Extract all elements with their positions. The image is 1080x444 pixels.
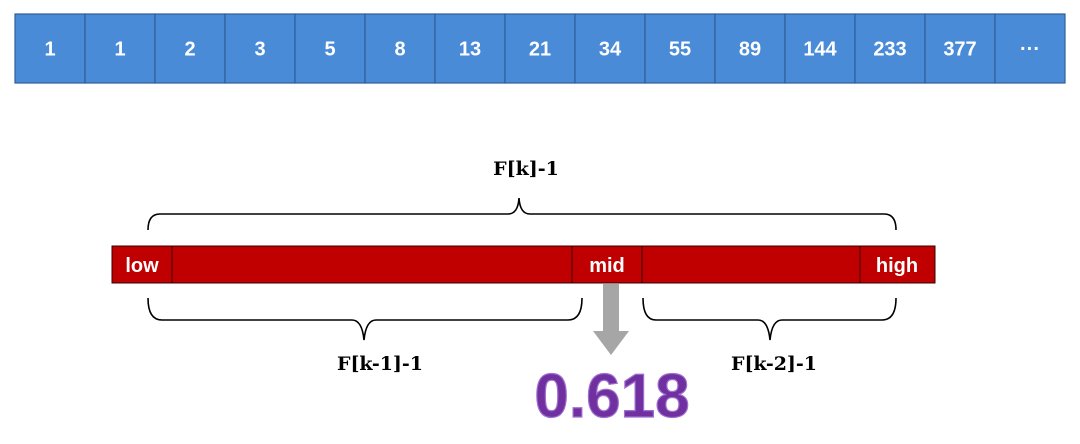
sequence-cell <box>994 13 1066 84</box>
sequence-value: 3 <box>254 39 265 61</box>
sequence-cell <box>294 13 366 84</box>
sequence-cell <box>14 13 86 84</box>
left-part-brace: F[k-1]-1 <box>147 297 583 375</box>
arrow-shaft <box>603 284 619 331</box>
sequence-value: 5 <box>324 39 335 61</box>
low-label: low <box>125 255 159 277</box>
sequence-cell <box>644 13 716 84</box>
down-arrow-icon <box>593 284 629 355</box>
sequence-value: 8 <box>394 39 405 61</box>
sequence-value: 144 <box>803 39 837 61</box>
sequence-value: 13 <box>459 39 481 61</box>
right-part-brace: F[k-2]-1 <box>642 297 897 375</box>
top-brace-label: F[k]-1 <box>493 158 559 180</box>
fibonacci-sequence-row: 1 1 2 3 5 8 13 21 34 55 89 144 233 377 ··· <box>14 13 1066 84</box>
sequence-cell <box>154 13 226 84</box>
sequence-value: 233 <box>873 39 906 61</box>
sequence-value: 89 <box>739 39 761 61</box>
sequence-cell <box>854 13 926 84</box>
sequence-cell <box>434 13 506 84</box>
sequence-value: 1 <box>44 39 55 61</box>
sequence-value: ··· <box>1020 39 1040 61</box>
sequence-value: 34 <box>599 39 622 61</box>
sequence-cell <box>84 13 156 84</box>
right-brace-label: F[k-2]-1 <box>731 353 817 375</box>
sequence-cell <box>574 13 646 84</box>
right-brace-shape <box>642 297 897 341</box>
range-bar-background <box>111 245 936 284</box>
sequence-cell <box>784 13 856 84</box>
left-brace-shape <box>147 297 583 341</box>
golden-ratio-value: 0.618 <box>534 362 689 431</box>
sequence-cell <box>924 13 996 84</box>
sequence-value: 377 <box>943 39 976 61</box>
sequence-value: 21 <box>529 39 551 61</box>
top-brace-shape <box>147 197 897 231</box>
mid-label: mid <box>589 255 625 277</box>
sequence-cell <box>504 13 576 84</box>
total-length-brace: F[k]-1 <box>147 158 897 231</box>
sequence-value: 1 <box>114 39 125 61</box>
search-range-bar: low mid high <box>111 245 936 284</box>
sequence-cell <box>364 13 436 84</box>
arrow-head <box>593 331 629 355</box>
high-label: high <box>876 255 918 277</box>
sequence-value: 55 <box>669 39 691 61</box>
sequence-value: 2 <box>184 39 195 61</box>
left-brace-label: F[k-1]-1 <box>337 353 423 375</box>
